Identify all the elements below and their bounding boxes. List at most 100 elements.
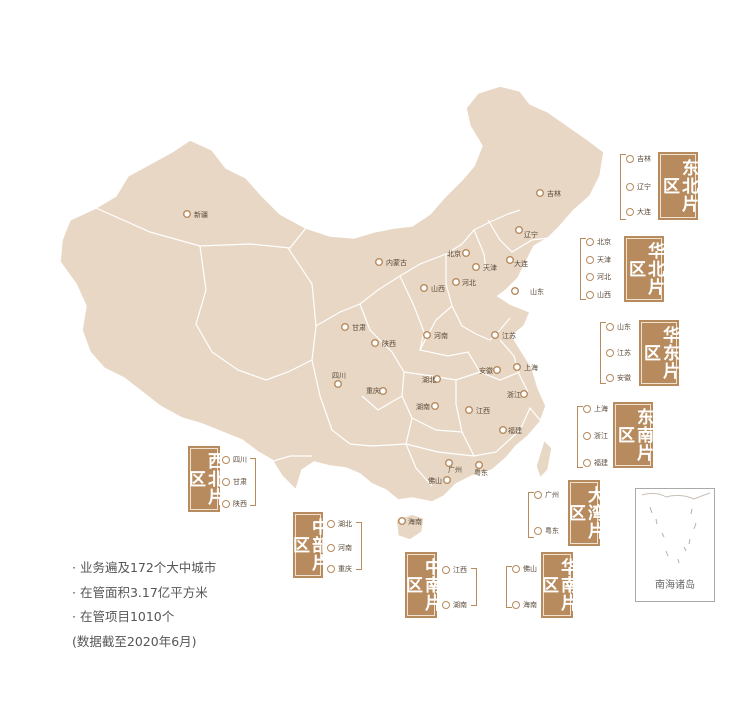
city-label: 湖南 — [416, 402, 430, 411]
region-city-item: 山西 — [586, 290, 611, 300]
region-city-label: 四川 — [233, 456, 247, 464]
region-city-item: 陕西 — [222, 499, 247, 509]
city-marker-liaoning: 辽宁 — [515, 225, 538, 239]
inset-label: 南海诸岛 — [655, 580, 695, 591]
region-city-item: 山东 — [606, 322, 631, 332]
city-label: 山东 — [530, 287, 544, 296]
region-city-label: 北京 — [597, 238, 611, 246]
city-marker-shandong: 山东 — [511, 287, 544, 296]
region-city-label: 辽宁 — [637, 183, 651, 191]
region-city-dot — [222, 456, 230, 464]
region-city-label: 大连 — [637, 208, 651, 216]
city-label: 湖北 — [422, 375, 436, 384]
region-city-item: 四川 — [222, 455, 247, 465]
region-city-dot — [606, 323, 614, 331]
region-city-item: 粤东 — [534, 526, 559, 536]
region-city-item: 甘肃 — [222, 477, 247, 487]
region-title: 华北片区 — [624, 236, 664, 302]
region-city-dot — [586, 256, 594, 264]
region-city-item: 重庆 — [327, 564, 352, 574]
region-bracket — [250, 458, 256, 506]
region-city-dot — [442, 601, 450, 609]
taiwan-island — [535, 438, 553, 480]
stat-note: (数据截至2020年6月) — [72, 633, 197, 649]
region-city-item: 辽宁 — [626, 182, 651, 192]
region-city-label: 山东 — [617, 323, 631, 331]
region-city-dot — [512, 601, 520, 609]
region-city-label: 湖南 — [453, 601, 467, 609]
region-title: 西北片区 — [185, 446, 224, 512]
city-marker-gansu: 甘肃 — [341, 323, 366, 332]
city-label: 佛山 — [428, 476, 442, 485]
city-label: 粤东 — [474, 468, 488, 477]
city-label: 上海 — [524, 363, 538, 372]
city-label: 重庆 — [366, 386, 380, 395]
region-city-dot — [583, 459, 591, 467]
region-city-label: 佛山 — [523, 565, 537, 573]
region-city-item: 湖南 — [442, 600, 467, 610]
region-city-label: 甘肃 — [233, 478, 247, 486]
city-marker-dongguan: 粤东 — [474, 461, 488, 477]
city-label: 甘肃 — [352, 323, 366, 332]
region-bracket — [577, 406, 583, 468]
city-marker-tianjin: 天津 — [472, 263, 497, 272]
region-bracket — [356, 522, 362, 570]
city-label: 海南 — [408, 517, 422, 526]
region-city-item: 上海 — [583, 404, 608, 414]
region-city-dot — [534, 491, 542, 499]
region-city-label: 河北 — [597, 273, 611, 281]
city-label: 河北 — [462, 279, 476, 287]
mainland-shape — [59, 85, 605, 503]
region-city-label: 河南 — [338, 544, 352, 552]
region-title: 中南片区 — [402, 552, 441, 618]
region-city-dot — [222, 500, 230, 508]
city-marker-hainan: 海南 — [398, 517, 422, 526]
region-city-item: 佛山 — [512, 564, 537, 574]
region-city-label: 海南 — [523, 601, 537, 609]
region-city-label: 天津 — [597, 256, 611, 264]
region-city-dot — [534, 527, 542, 535]
city-marker-hunan: 湖南 — [416, 402, 440, 411]
city-label: 江西 — [476, 407, 490, 415]
city-marker-hebei: 河北 — [452, 278, 476, 287]
region-city-item: 江西 — [442, 565, 467, 575]
region-city-item: 北京 — [586, 237, 611, 247]
region-city-item: 吉林 — [626, 154, 651, 164]
city-label: 吉林 — [547, 189, 561, 198]
region-bracket — [506, 566, 512, 608]
region-city-label: 重庆 — [338, 565, 352, 573]
region-city-dot — [442, 566, 450, 574]
region-city-label: 湖北 — [338, 520, 352, 528]
region-city-dot — [327, 520, 335, 528]
city-marker-shanxi: 山西 — [420, 284, 445, 293]
city-marker-henan: 河南 — [423, 331, 448, 340]
region-city-label: 江西 — [453, 566, 467, 574]
city-marker-jiangsu: 江苏 — [491, 331, 516, 340]
city-marker-jilin: 吉林 — [536, 188, 561, 198]
region-city-label: 江苏 — [617, 349, 631, 357]
region-city-item: 浙江 — [583, 431, 608, 441]
region-city-label: 上海 — [594, 405, 608, 413]
city-marker-shaanxi: 陕西 — [371, 339, 396, 348]
province-borders — [95, 207, 549, 487]
city-label: 四川 — [332, 372, 346, 380]
region-city-item: 大连 — [626, 207, 651, 217]
region-city-dot — [626, 155, 634, 163]
city-label: 河南 — [434, 331, 448, 340]
city-label: 山西 — [431, 284, 445, 293]
region-city-label: 安徽 — [617, 374, 631, 382]
region-city-label: 山西 — [597, 291, 611, 299]
region-city-item: 河南 — [327, 543, 352, 553]
region-city-dot — [327, 565, 335, 573]
region-city-dot — [606, 374, 614, 382]
region-city-label: 福建 — [594, 459, 608, 467]
stats-list: · 业务遍及172个大中城市 · 在管面积3.17亿平方米 · 在管项目1010… — [72, 556, 216, 654]
region-city-item: 海南 — [512, 600, 537, 610]
region-city-label: 浙江 — [594, 432, 608, 440]
city-label: 福建 — [508, 426, 522, 435]
city-marker-foshan: 佛山 — [428, 476, 452, 485]
city-label: 安徽 — [479, 366, 493, 375]
city-markers: 新疆 内蒙古 吉林 辽宁 北京 天津 大连 河北 山西 山东 甘肃 陕西 河南 … — [182, 188, 561, 526]
region-title: 东北片区 — [658, 152, 698, 220]
